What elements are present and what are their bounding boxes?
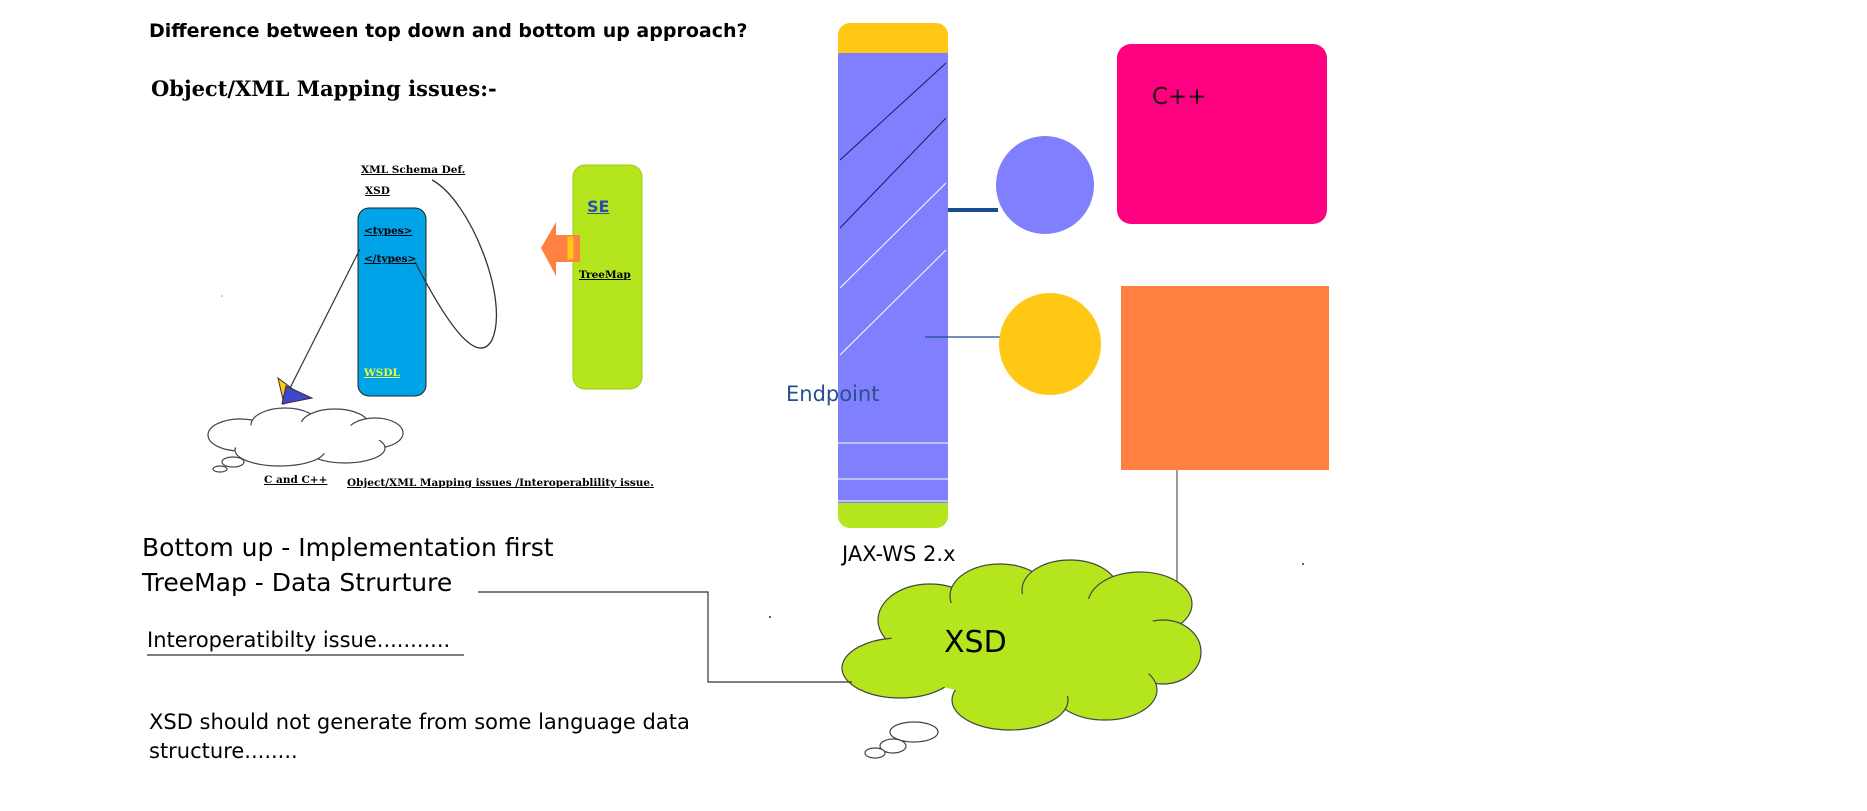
jaxws-label: JAX-WS 2.x [842, 542, 956, 566]
orange-box [1121, 286, 1329, 470]
xsd-cloud-tail [864, 721, 939, 759]
c-and-cpp-label: C and C++ [264, 474, 328, 486]
endpoint-hatch [839, 62, 947, 229]
xsd-note: XSD should not generate from some langua… [149, 710, 690, 763]
types-open-label: <types> [364, 225, 413, 237]
pointer-line [281, 248, 361, 405]
xsd-cloud-label: XSD [944, 625, 1007, 660]
small-thought-cloud [207, 407, 404, 473]
question-heading: Difference between top down and bottom u… [149, 20, 748, 42]
cpp-box [1117, 44, 1327, 224]
endpoint-label: Endpoint [786, 382, 880, 406]
se-box [572, 164, 643, 390]
bottom-up-note: Bottom up - Implementation first [142, 533, 554, 562]
connector-notes-to-cloud [478, 591, 852, 683]
xsd-cloud [841, 559, 1202, 731]
xsd-small-label: XSD [365, 185, 390, 197]
wsdl-xsd-box [357, 207, 427, 397]
mapping-issue-label: Object/XML Mapping issues /Interoperabli… [347, 477, 654, 489]
orange-arrow-inner [566, 235, 575, 261]
treemap-ds-note: TreeMap - Data Strurture [142, 568, 453, 597]
endpoint-column [838, 53, 948, 503]
treemap-small-label: TreeMap [579, 269, 631, 281]
cpp-label: C++ [1152, 84, 1207, 110]
mapping-title: Object/XML Mapping issues:- [151, 76, 497, 101]
interop-note: Interoperatibilty issue........... [147, 628, 451, 652]
wsdl-label: WSDL [364, 367, 400, 379]
se-label: SE [587, 197, 610, 216]
gold-circle [999, 293, 1101, 395]
types-close-label: </types> [364, 253, 417, 265]
schema-def-label: XML Schema Def. [361, 164, 466, 176]
pointer-triangle-blue [281, 385, 314, 405]
lavender-circle [996, 136, 1094, 234]
schema-curve [414, 179, 497, 349]
